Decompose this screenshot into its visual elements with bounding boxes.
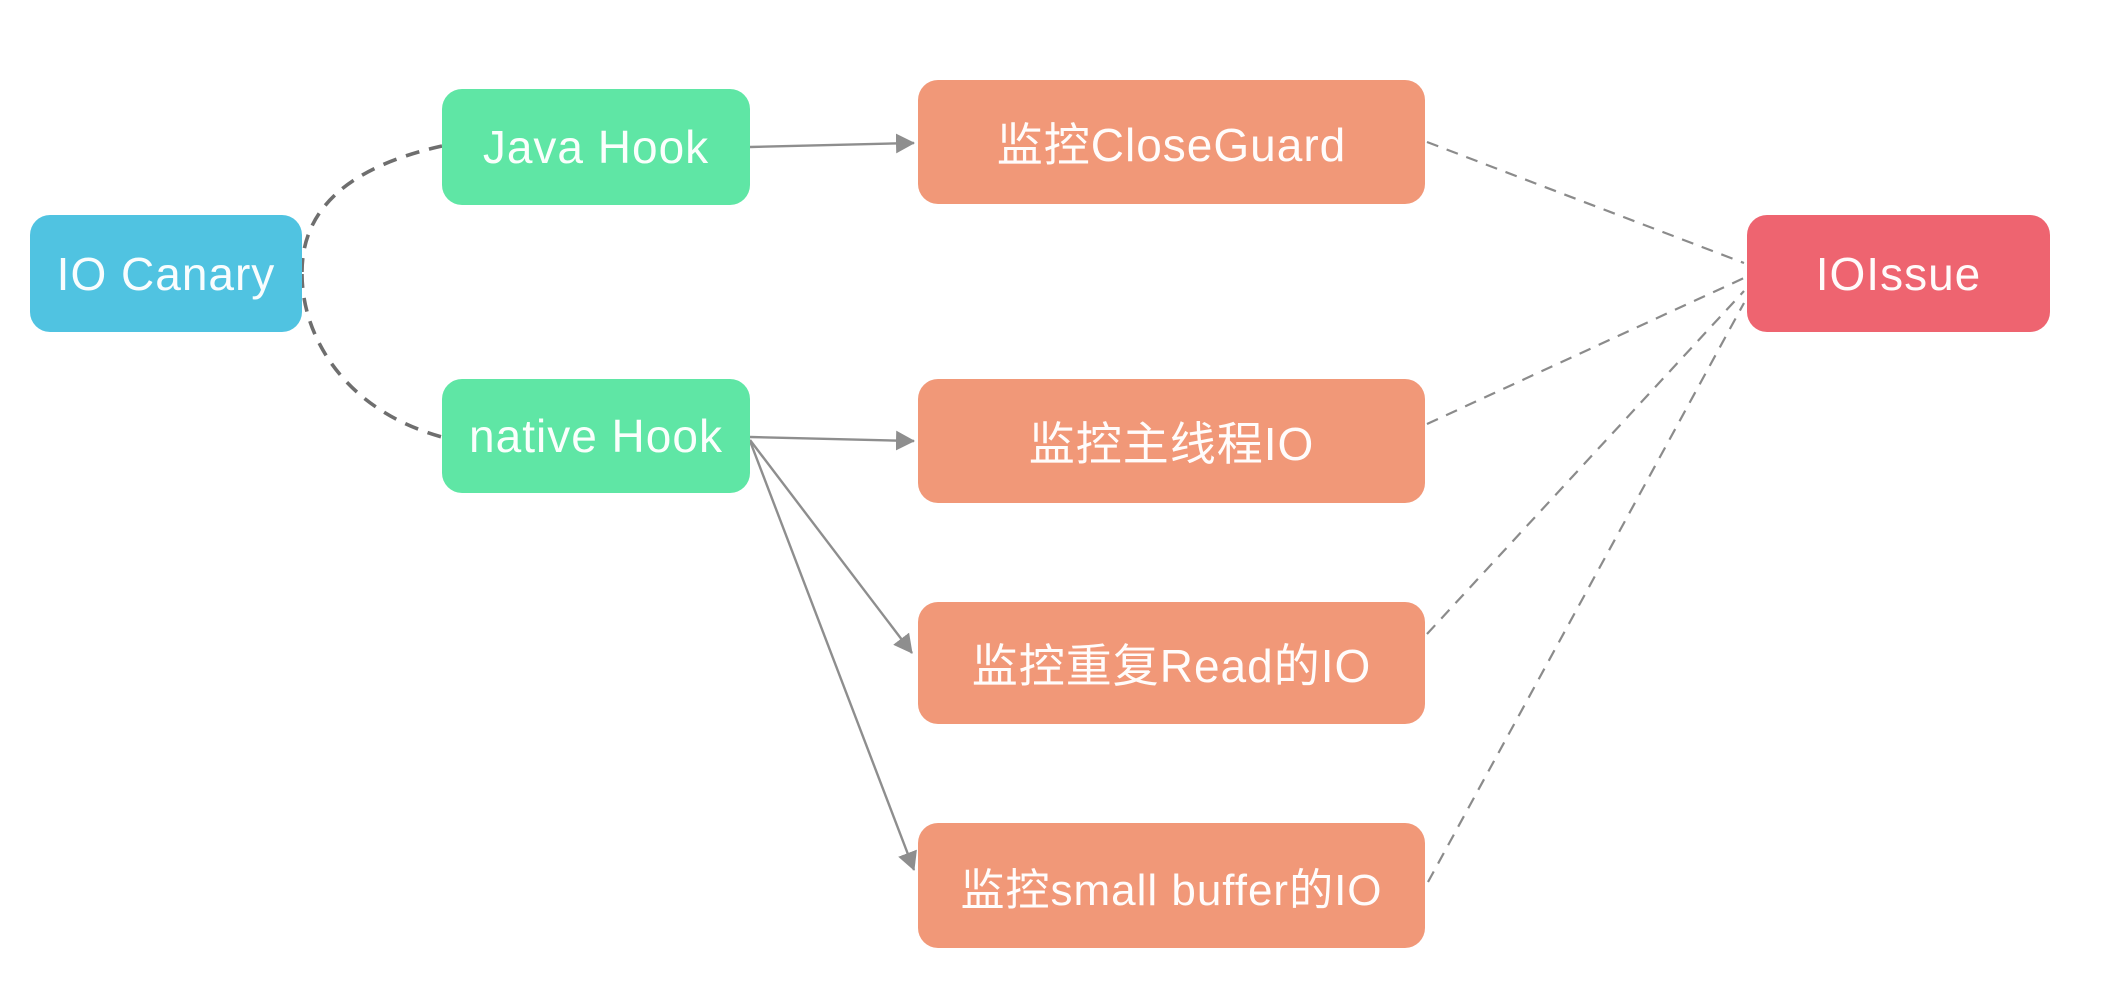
node-label-io-canary: IO Canary	[56, 247, 276, 300]
node-label-native-hook: native Hook	[469, 410, 723, 462]
node-label-monitor-repeat-read-io: 监控重复Read的IO	[971, 640, 1372, 692]
node-monitor-closeguard: 监控CloseGuard	[918, 80, 1425, 204]
node-monitor-main-thread-io: 监控主线程IO	[918, 379, 1425, 503]
edge-io-canary-to-native-hook	[300, 273, 443, 439]
node-label-monitor-closeguard: 监控CloseGuard	[996, 119, 1347, 171]
edge-monitor-main-thread-to-io-issue	[1426, 277, 1745, 425]
node-java-hook: Java Hook	[442, 89, 750, 205]
node-label-monitor-main-thread-io: 监控主线程IO	[1028, 418, 1315, 470]
node-native-hook: native Hook	[442, 379, 750, 493]
node-io-issue: IOIssue	[1747, 215, 2050, 332]
edge-monitor-closeguard-to-io-issue	[1426, 140, 1745, 265]
node-monitor-small-buffer-io: 监控small buffer的IO	[918, 823, 1425, 948]
node-label-io-issue: IOIssue	[1815, 247, 1982, 300]
node-label-java-hook: Java Hook	[482, 121, 710, 173]
edge-java-hook-to-monitor-closeguard	[749, 133, 915, 154]
edge-io-canary-to-java-hook	[300, 144, 443, 273]
edge-monitor-repeat-read-to-io-issue	[1426, 290, 1745, 635]
edge-native-hook-to-monitor-repeat-read	[749, 439, 913, 654]
node-label-monitor-small-buffer-io: 监控small buffer的IO	[960, 865, 1383, 915]
node-monitor-repeat-read-io: 监控重复Read的IO	[918, 602, 1425, 724]
node-io-canary: IO Canary	[30, 215, 302, 332]
edge-native-hook-to-monitor-main-thread	[749, 430, 915, 451]
edge-monitor-small-buffer-to-io-issue	[1427, 302, 1745, 883]
edge-native-hook-to-monitor-small-buffer	[748, 440, 917, 871]
